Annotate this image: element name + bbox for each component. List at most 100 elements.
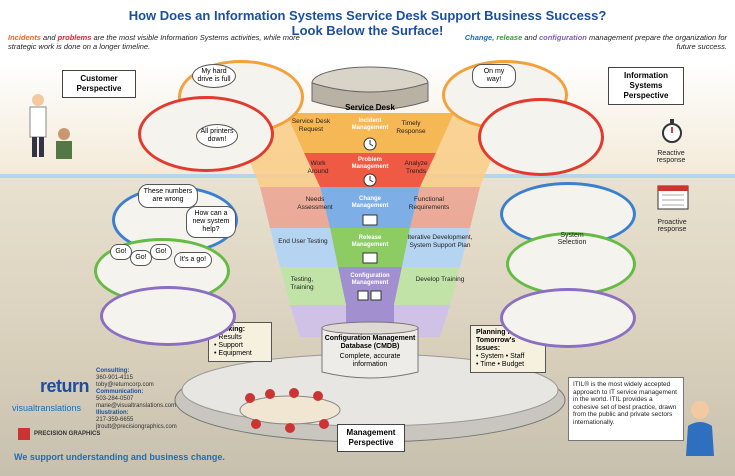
intro-left-rest: are the most visible Information Systems…	[8, 33, 300, 51]
planning-item-time: • Time	[476, 361, 496, 368]
testing-training-label: Testing, Training	[290, 276, 314, 291]
cmdb-cylinder	[321, 327, 419, 379]
title-line-2: Look Below the Surface!	[291, 23, 444, 38]
change-word: Change,	[464, 33, 495, 42]
calendar-header	[658, 186, 688, 191]
service-desk-rim	[311, 82, 429, 111]
incident-management-label: Incident Management	[351, 118, 389, 131]
intro-right-rest: management prepare the organization for …	[588, 33, 727, 51]
cmdb-title: Configuration Management Database (CMDB)	[324, 335, 416, 350]
intro-left: Incidents and problems are the most visi…	[8, 33, 308, 51]
itil-info-box: ITIL® is the most widely accepted approa…	[568, 377, 684, 441]
visual-translations-logo: visualtranslations	[12, 403, 82, 413]
precision-graphics-mark	[18, 428, 30, 440]
calendar-icon-2	[362, 252, 378, 264]
customer-perspective-box: Customer Perspective	[62, 70, 136, 98]
oval-training	[100, 286, 236, 346]
go-bubble-3: Go!	[150, 244, 172, 260]
go-bubble-1: Go!	[110, 244, 132, 260]
illustration-email[interactable]: jtroutt@precisiongraphics.com	[96, 424, 177, 430]
chair	[313, 391, 323, 401]
iterative-development-label: Iterative Development, System Support Pl…	[407, 234, 473, 249]
is-perspective-box: Information Systems Perspective	[608, 67, 684, 105]
tracking-item: • Equipment	[214, 350, 252, 357]
and-word: and	[43, 33, 56, 42]
service-desk-request-label: Service Desk Request	[291, 118, 331, 133]
management-perspective-label: Management Perspective	[346, 428, 396, 447]
illustration-phone: 217-359-6655	[96, 417, 134, 423]
calendar-icon	[657, 185, 689, 210]
incidents-word: Incidents	[8, 33, 41, 42]
planning-item-budget: • Budget	[497, 361, 525, 368]
needs-assessment-label: Needs Assessment	[297, 196, 333, 211]
problems-word: problems	[57, 33, 92, 42]
oval-training-docs	[500, 288, 636, 348]
configuration-management-label: Configuration Management	[350, 273, 390, 286]
proactive-response-label: Proactive response	[657, 219, 687, 233]
incident-segment	[286, 113, 454, 153]
management-perspective-box: Management Perspective	[337, 424, 405, 452]
release-segment	[330, 228, 410, 267]
end-user-testing-label: End User Testing	[278, 238, 328, 245]
customer-figures	[29, 94, 72, 159]
system-selection-label: System Selection	[557, 232, 587, 246]
calendar-grid	[662, 194, 684, 206]
consulting-email[interactable]: toby@returncorp.com	[96, 382, 154, 388]
hard-drive-bubble: My hard drive is full	[192, 64, 236, 88]
person-body	[29, 106, 47, 138]
cmdb-cylinder-top	[321, 321, 419, 335]
planning-title: Planning for Tomorrow's Issues:	[476, 329, 517, 352]
chair	[285, 423, 295, 433]
left-wing-red	[260, 187, 330, 228]
is-perspective-label: Information Systems Perspective	[623, 71, 669, 100]
communication-phone: 503-284-0507	[96, 396, 134, 402]
develop-training-label: Develop Training	[415, 276, 465, 283]
right-wing-blue	[402, 228, 470, 267]
left-wing-blue	[270, 228, 338, 267]
problem-management-label: Problem Management	[351, 157, 389, 170]
title-line-1: How Does an Information Systems Service …	[128, 8, 607, 23]
chair	[245, 393, 255, 403]
oval-technician	[478, 98, 604, 176]
chair	[319, 419, 329, 429]
illustration-label: Illustration:	[96, 410, 129, 416]
and-word-2: and	[524, 33, 537, 42]
consulting-label: Consulting:	[96, 368, 130, 374]
planning-item-system: • System	[476, 353, 504, 360]
on-my-way-bubble: On my way!	[472, 64, 516, 88]
person-body	[686, 422, 714, 456]
page-title: How Does an Information Systems Service …	[0, 8, 735, 38]
person-leg	[39, 137, 44, 157]
cmdb-platform	[174, 321, 566, 443]
return-logo: return	[40, 376, 90, 396]
configuration-word: configuration	[538, 33, 587, 42]
configuration-segment	[338, 267, 402, 305]
go-bubble-2: Go!	[130, 250, 152, 266]
cmdb-subtitle: Complete, accurate information	[339, 353, 401, 368]
person-body	[56, 141, 72, 159]
person-head	[58, 128, 70, 140]
stopwatch-button	[670, 119, 674, 123]
release-management-label: Release Management	[351, 235, 389, 248]
tracking-item: • Results	[214, 334, 242, 341]
problem-segment	[304, 153, 436, 187]
tracking-item: • Support	[214, 342, 243, 349]
planning-item-staff: • Staff	[505, 353, 525, 360]
right-wing-green	[394, 267, 460, 305]
clock-hand	[369, 140, 374, 147]
planning-item: • System • Staff	[476, 353, 540, 361]
oval-printers	[138, 96, 274, 172]
communication-email[interactable]: marie@visualtranslations.com	[96, 403, 177, 409]
new-system-bubble: How can a new system help?	[186, 206, 236, 238]
calendar-icon-4	[370, 290, 382, 301]
release-word: release	[496, 33, 523, 42]
printers-bubble: All printers down!	[196, 124, 238, 148]
calendar-icon-3	[357, 290, 369, 301]
chair	[265, 389, 275, 399]
consulting-phone: 360-901-4115	[96, 375, 133, 381]
functional-requirements-label: Functional Requirements	[408, 196, 450, 211]
intro-right: Change, release and configuration manage…	[447, 33, 727, 51]
itil-person	[686, 401, 714, 456]
reactive-response-label: Reactive response	[656, 150, 686, 164]
chair	[289, 388, 299, 398]
